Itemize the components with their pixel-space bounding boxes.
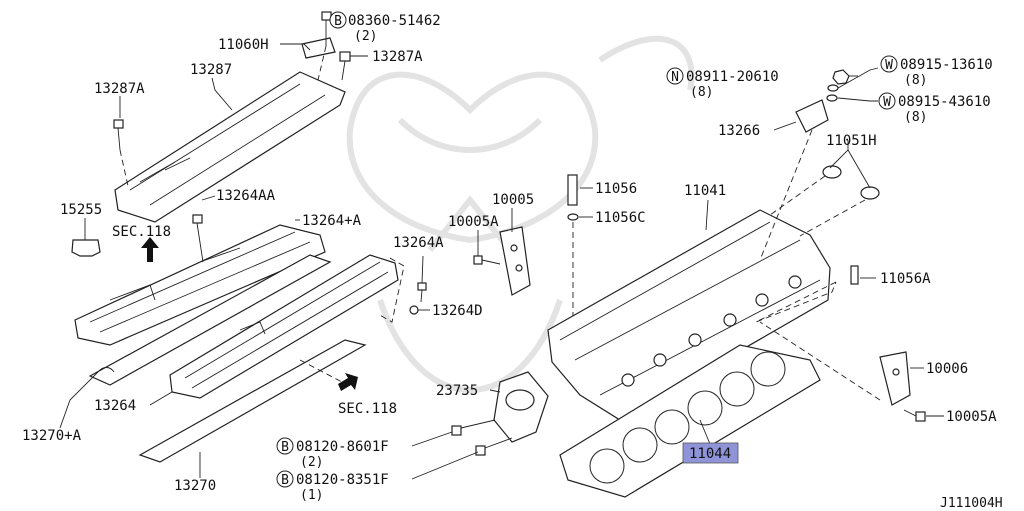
- svg-text:B: B: [281, 473, 289, 488]
- label-08915-43610[interactable]: 08915-43610: [898, 94, 991, 110]
- watermark-emblem: [346, 35, 695, 393]
- label-08360-51462[interactable]: 08360-51462: [348, 13, 441, 29]
- bracket-10006[interactable]: [879, 351, 911, 406]
- qty-08911-20610: (8): [690, 85, 713, 100]
- label-10005a-right[interactable]: 10005A: [946, 409, 997, 425]
- bracket-11060h[interactable]: [301, 37, 336, 59]
- label-13287a-left[interactable]: 13287A: [94, 81, 145, 97]
- svg-text:W: W: [883, 95, 891, 110]
- label-11056[interactable]: 11056: [595, 181, 637, 197]
- bolt-13264a[interactable]: [417, 282, 427, 303]
- gasket-13270[interactable]: [138, 339, 367, 463]
- label-13264aa[interactable]: 13264AA: [216, 188, 276, 204]
- label-sec118-bottom[interactable]: SEC.118: [338, 401, 397, 417]
- engine-hanger-13266[interactable]: [795, 99, 829, 133]
- callout-prefix-w-2: W: [878, 92, 896, 110]
- bolt-13287a-left[interactable]: [113, 119, 124, 151]
- svg-text:B: B: [334, 14, 342, 29]
- label-08915-13610[interactable]: 08915-13610: [900, 57, 993, 73]
- svg-text:W: W: [885, 58, 893, 73]
- stud-11056a[interactable]: [850, 265, 859, 285]
- qty-08360-51462: (2): [354, 29, 377, 44]
- label-08911-20610[interactable]: 08911-20610: [686, 69, 779, 85]
- cylinder-head-11041[interactable]: [547, 209, 831, 421]
- nut-08911-20610[interactable]: [832, 69, 850, 85]
- gasket-13270a[interactable]: [88, 254, 332, 386]
- bolt-13287a-top[interactable]: [339, 51, 351, 81]
- washer-11056c[interactable]: [567, 213, 579, 221]
- svg-text:N: N: [671, 70, 679, 85]
- callout-prefix-b-1: B: [329, 11, 347, 29]
- arrow-sec118-top: [141, 237, 159, 262]
- bolt-08120-8351f[interactable]: [475, 437, 513, 456]
- label-13287[interactable]: 13287: [190, 62, 232, 78]
- label-sec118-top[interactable]: SEC.118: [112, 224, 171, 240]
- engine-cover-13287[interactable]: [114, 71, 346, 223]
- label-11051h[interactable]: 11051H: [826, 133, 877, 149]
- label-10005[interactable]: 10005: [492, 192, 534, 208]
- leader-lines: [59, 19, 944, 480]
- label-11060h[interactable]: 11060H: [218, 37, 269, 53]
- label-08120-8601f[interactable]: 08120-8601F: [296, 439, 389, 455]
- washer-13264d[interactable]: [409, 305, 419, 315]
- callout-prefix-b-2: B: [276, 437, 294, 455]
- highlight-11044: [682, 442, 739, 464]
- stud-11056[interactable]: [567, 174, 578, 206]
- callout-prefix-n: N: [666, 67, 684, 85]
- bolt-10005a-left[interactable]: [473, 255, 501, 265]
- diagram-reference: J111004H: [940, 496, 1003, 511]
- label-23735[interactable]: 23735: [436, 383, 478, 399]
- label-13264plusa[interactable]: 13264+A: [302, 213, 362, 229]
- svg-text:B: B: [281, 440, 289, 455]
- label-13264[interactable]: 13264: [94, 398, 136, 414]
- oil-cap-15255[interactable]: [71, 239, 101, 257]
- label-11041[interactable]: 11041: [684, 183, 726, 199]
- callout-prefix-w-1: W: [880, 55, 898, 73]
- label-13270plusa[interactable]: 13270+A: [22, 428, 82, 444]
- head-gasket-11044[interactable]: [559, 344, 821, 498]
- bracket-10005[interactable]: [499, 226, 531, 296]
- sensor-23735[interactable]: [493, 371, 549, 443]
- washer-08915-43610[interactable]: [826, 94, 838, 102]
- label-11044[interactable]: 11044: [689, 446, 731, 462]
- qty-08120-8601f: (2): [300, 455, 323, 470]
- plug-11051h-a[interactable]: [822, 165, 842, 179]
- label-13266[interactable]: 13266: [718, 123, 760, 139]
- arrow-sec118-bottom: [338, 373, 358, 391]
- bolt-10005a-right[interactable]: [903, 409, 926, 422]
- bolt-08120-8601f[interactable]: [451, 419, 496, 436]
- washer-08915-13610[interactable]: [827, 84, 839, 92]
- label-13270[interactable]: 13270: [174, 478, 216, 494]
- plug-11051h-b[interactable]: [860, 186, 880, 200]
- label-11056c[interactable]: 11056C: [595, 210, 646, 226]
- label-13264a[interactable]: 13264A: [393, 235, 444, 251]
- label-08120-8351f[interactable]: 08120-8351F: [296, 472, 389, 488]
- label-11056a[interactable]: 11056A: [880, 271, 931, 287]
- qty-08915-13610: (8): [904, 73, 927, 88]
- qty-08915-43610: (8): [904, 110, 927, 125]
- qty-08120-8351f: (1): [300, 488, 323, 503]
- rocker-cover-13264a[interactable]: [74, 224, 326, 346]
- bolt-13264aa[interactable]: [192, 214, 204, 263]
- label-10005a-left[interactable]: 10005A: [448, 214, 499, 230]
- label-13264d[interactable]: 13264D: [432, 303, 483, 319]
- label-13287a-top[interactable]: 13287A: [372, 49, 423, 65]
- label-15255[interactable]: 15255: [60, 202, 102, 218]
- label-10006[interactable]: 10006: [926, 361, 968, 377]
- callout-prefix-b-3: B: [276, 470, 294, 488]
